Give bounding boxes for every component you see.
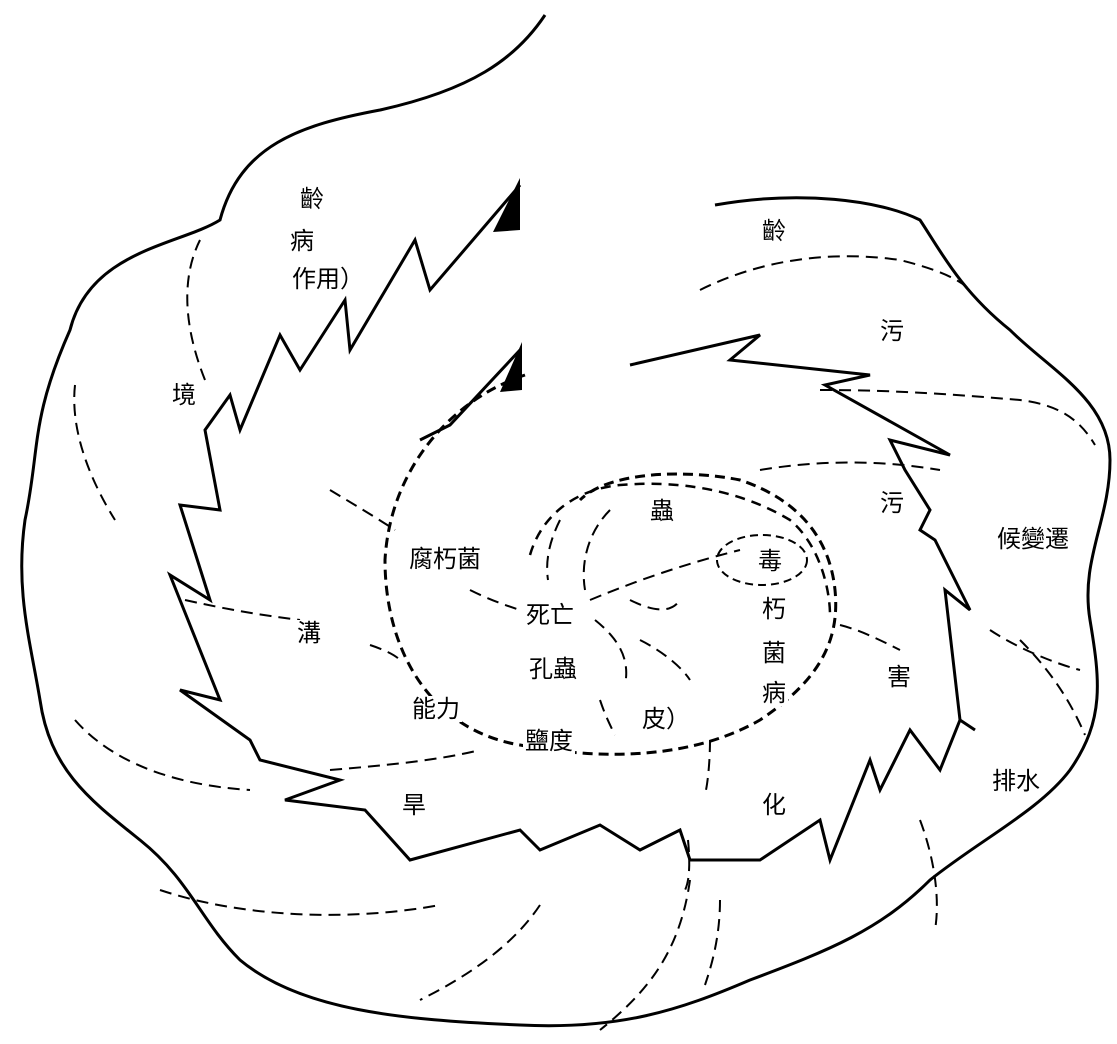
- label-age-top-right: 齡: [760, 218, 788, 244]
- label-insect-2: 孔蟲: [527, 656, 579, 682]
- label-decay-disease-2: 菌: [760, 640, 788, 666]
- label-bark: 皮）: [640, 706, 692, 732]
- label-pollution-1: 污: [878, 318, 906, 344]
- label-action-top-left: 作用）: [290, 266, 366, 292]
- label-ditch: 溝: [295, 620, 323, 646]
- label-virus: 毒: [756, 548, 784, 574]
- label-disease-top-left: 病: [288, 228, 316, 254]
- label-death: 死亡: [524, 602, 576, 628]
- label-capacity: 能力: [410, 696, 462, 722]
- label-change: 化: [760, 792, 788, 818]
- dashed-spiral-arcs: [74, 240, 1095, 1030]
- label-drought: 旱: [400, 792, 428, 818]
- label-pollution-2: 污: [878, 490, 906, 516]
- label-drainage: 排水: [990, 768, 1042, 794]
- label-salinity: 鹽度: [523, 728, 575, 754]
- label-age-top-left: 齡: [298, 186, 326, 212]
- label-decay-disease-3: 病: [760, 680, 788, 706]
- label-decay-fungus: 腐朽菌: [407, 546, 483, 572]
- label-climate-change: 候變遷: [995, 526, 1071, 552]
- label-damage: 害: [885, 664, 913, 690]
- label-environment: 境: [170, 382, 198, 408]
- label-decay-disease-1: 朽: [760, 596, 788, 622]
- label-insect-1: 蟲: [648, 498, 676, 524]
- arrowhead-upper: [493, 178, 520, 232]
